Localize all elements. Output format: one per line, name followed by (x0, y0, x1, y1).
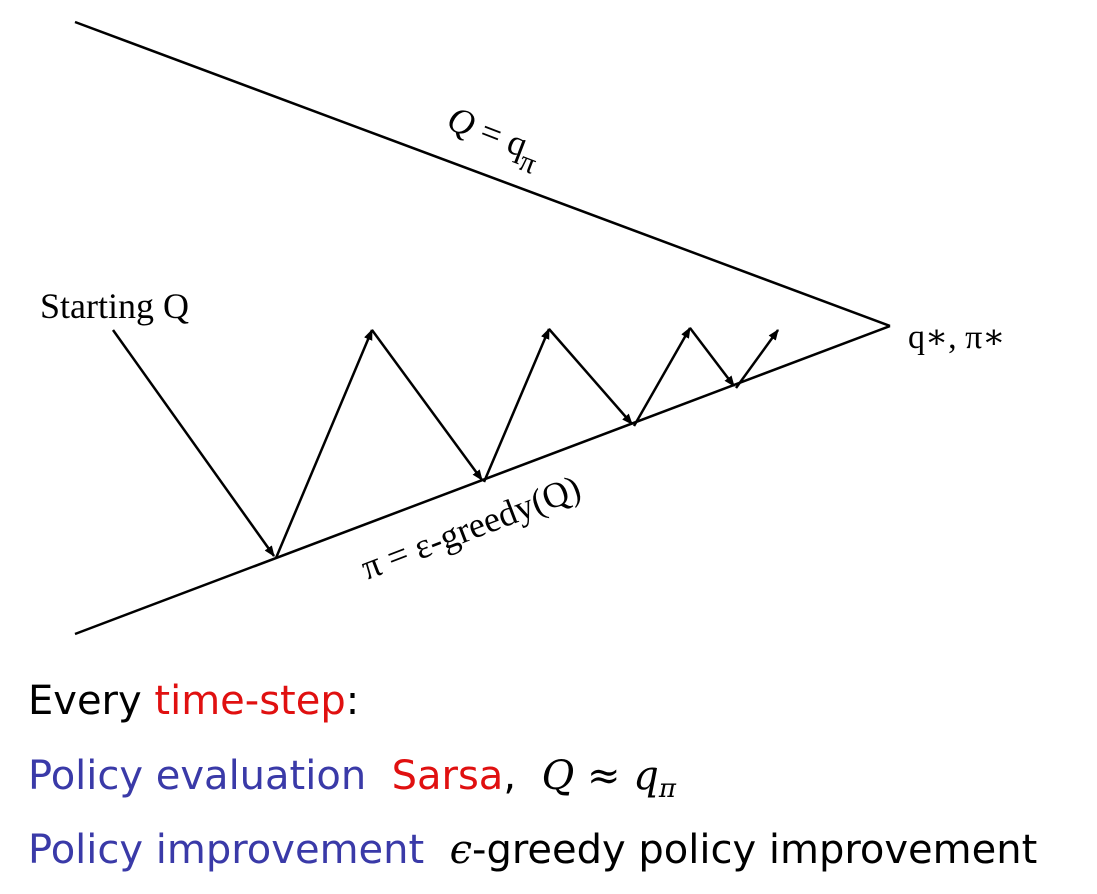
arrow-start (111, 329, 276, 557)
caption-colon: : (345, 678, 360, 724)
starting-q-label: Starting Q (40, 286, 189, 326)
caption-timestep-highlight: time-step (154, 678, 346, 724)
arrow-down-1 (370, 329, 484, 481)
caption-comma: , (503, 753, 517, 799)
caption-every-prefix: Every (28, 678, 155, 724)
arrow-up-1 (274, 328, 374, 559)
policy-evaluation-label: Policy evaluation (28, 753, 367, 799)
math-q-pi: q (633, 753, 659, 799)
policy-improvement-label: Policy improvement (28, 827, 425, 873)
greedy-improvement-text: -greedy policy improvement (472, 827, 1038, 873)
value-line-top (74, 20, 891, 328)
value-line-label: Q = qπ (438, 98, 547, 181)
math-q: Q (541, 753, 575, 799)
arrow-down-3 (689, 327, 735, 387)
arrow-up-3 (632, 327, 692, 427)
arrow-up-2 (482, 327, 551, 483)
gpi-convergence-diagram: Starting Q Q = qπ π = ε-greedy(Q) q∗, π∗ (40, 20, 1005, 636)
arrow-down-2 (548, 328, 633, 425)
math-epsilon: ϵ (449, 827, 473, 873)
math-pi-subscript: π (658, 774, 676, 804)
optimum-label: q∗, π∗ (908, 319, 1005, 356)
math-approx: ≈ (574, 753, 634, 799)
sarsa-label: Sarsa (391, 753, 504, 799)
arrow-up-4 (734, 329, 780, 389)
caption-line-every-timestep: Every time-step: (28, 677, 359, 725)
iteration-arrows (111, 327, 780, 559)
policy-line-bottom (74, 324, 891, 636)
caption-line-policy-evaluation: Policy evaluation Sarsa, Q ≈ qπ (28, 752, 676, 805)
caption-line-policy-improvement: Policy improvement ϵ-greedy policy impro… (28, 826, 1037, 874)
